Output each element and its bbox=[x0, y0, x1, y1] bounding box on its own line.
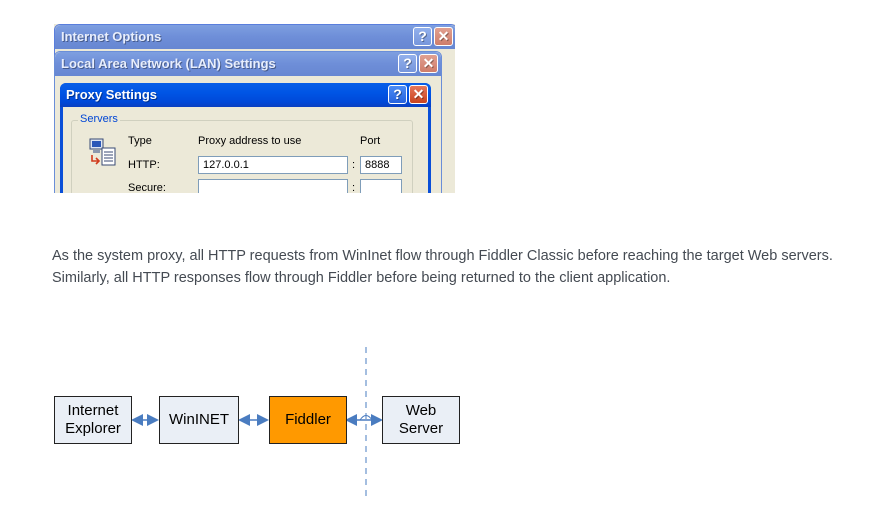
internet-options-title: Internet Options bbox=[61, 29, 162, 44]
diagram-connectors bbox=[131, 347, 383, 500]
servers-groupbox: Servers Type Proxy address to use Port bbox=[71, 113, 413, 193]
boundary-crossing-hop bbox=[359, 415, 373, 421]
internet-explorer-label: Internet Explorer bbox=[65, 402, 121, 437]
type-column-header: Type bbox=[128, 135, 152, 147]
http-proxy-address-input[interactable]: 127.0.0.1 bbox=[198, 156, 348, 174]
proxy-description-paragraph: As the system proxy, all HTTP requests f… bbox=[52, 247, 833, 286]
http-label: HTTP: bbox=[128, 159, 160, 171]
internet-options-titlebar: Internet Options ? ✕ bbox=[55, 25, 455, 49]
secure-port-separator: : bbox=[352, 182, 356, 193]
lan-settings-title: Local Area Network (LAN) Settings bbox=[61, 56, 276, 71]
proxy-settings-title: Proxy Settings bbox=[66, 87, 158, 102]
close-button[interactable]: ✕ bbox=[419, 54, 438, 73]
address-column-header: Proxy address to use bbox=[198, 135, 302, 147]
web-server-node: Web Server bbox=[382, 396, 460, 444]
servers-group-label: Servers bbox=[78, 113, 120, 125]
secure-port-input[interactable] bbox=[360, 179, 402, 193]
secure-label: Secure: bbox=[128, 182, 166, 193]
fiddler-flow-diagram: Internet Explorer WinINET Fiddler Web Se… bbox=[0, 345, 874, 505]
close-button[interactable]: ✕ bbox=[409, 85, 428, 104]
wininet-label: WinINET bbox=[169, 411, 229, 428]
web-server-label: Web Server bbox=[398, 402, 444, 437]
port-column-header: Port bbox=[360, 135, 381, 147]
help-button[interactable]: ? bbox=[398, 54, 417, 73]
lan-settings-titlebar: Local Area Network (LAN) Settings ? ✕ bbox=[55, 52, 441, 76]
fiddler-label: Fiddler bbox=[285, 411, 331, 428]
proxy-settings-content: Servers Type Proxy address to use Port bbox=[63, 110, 428, 193]
help-button[interactable]: ? bbox=[413, 27, 432, 46]
proxy-settings-screenshot: Internet Options ? ✕ Local Area Network … bbox=[54, 24, 455, 193]
internet-explorer-node: Internet Explorer bbox=[54, 396, 132, 444]
close-button[interactable]: ✕ bbox=[434, 27, 453, 46]
proxy-settings-window: Proxy Settings ? ✕ Servers bbox=[60, 83, 431, 193]
http-port-separator: : bbox=[352, 159, 356, 171]
server-network-icon bbox=[89, 138, 116, 166]
help-button[interactable]: ? bbox=[388, 85, 407, 104]
secure-proxy-address-input[interactable] bbox=[198, 179, 348, 193]
proxy-settings-titlebar: Proxy Settings ? ✕ bbox=[60, 83, 431, 107]
wininet-node: WinINET bbox=[159, 396, 239, 444]
fiddler-node: Fiddler bbox=[269, 396, 347, 444]
http-port-input[interactable]: 8888 bbox=[360, 156, 402, 174]
